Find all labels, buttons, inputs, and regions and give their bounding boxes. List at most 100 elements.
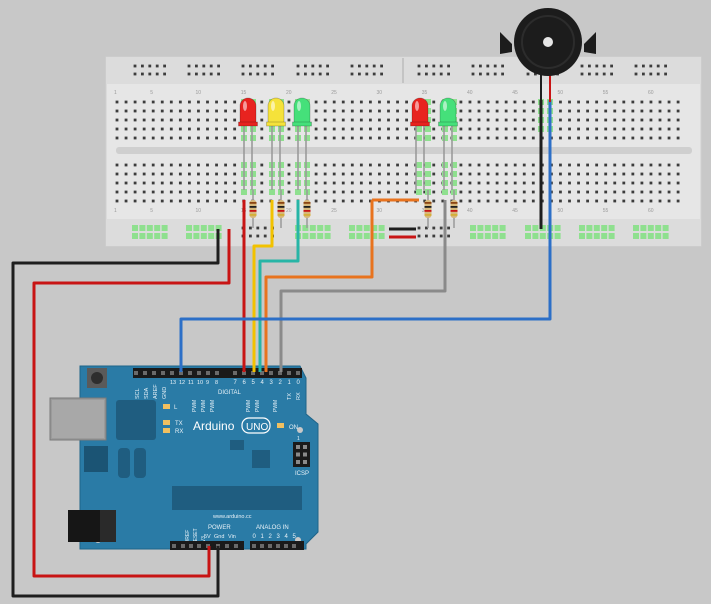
- header-pin[interactable]: [181, 544, 185, 548]
- header-pin[interactable]: [161, 371, 165, 375]
- header-pin[interactable]: [172, 544, 176, 548]
- header-pin[interactable]: [234, 544, 238, 548]
- connected-hole: [304, 180, 310, 186]
- breadboard-hole: [224, 181, 227, 185]
- breadboard-hole: [369, 199, 372, 203]
- breadboard-hole: [577, 100, 580, 104]
- column-number: 20: [286, 208, 292, 214]
- breadboard-hole: [178, 163, 182, 167]
- breadboard-hole: [667, 181, 671, 185]
- column-number: 45: [512, 208, 518, 214]
- header-pin[interactable]: [276, 544, 280, 548]
- resistor-band: [249, 214, 257, 216]
- connected-rail-hole: [554, 233, 561, 239]
- breadboard-hole: [341, 109, 345, 113]
- connected-rail-hole: [593, 225, 600, 231]
- header-pin[interactable]: [143, 371, 147, 375]
- header-pin[interactable]: [206, 371, 210, 375]
- column-number: 50: [557, 208, 563, 214]
- header-pin[interactable]: [284, 544, 288, 548]
- icsp-label: ICSP: [295, 471, 309, 477]
- breadboard-hole: [178, 109, 182, 113]
- breadboard-hole: [197, 181, 200, 185]
- breadboard-hole: [658, 199, 662, 203]
- header-pin[interactable]: [179, 371, 183, 375]
- breadboard-hole: [477, 199, 481, 203]
- breadboard-hole: [577, 172, 580, 176]
- breadboard-hole: [676, 136, 680, 140]
- icsp-pin[interactable]: [296, 445, 300, 449]
- header-pin[interactable]: [225, 544, 229, 548]
- icsp-pin[interactable]: [303, 445, 307, 449]
- breadboard-hole: [188, 181, 191, 185]
- rail-hole: [432, 234, 436, 238]
- breadboard-hole: [631, 172, 635, 176]
- header-pin[interactable]: [251, 371, 255, 375]
- breadboard-hole: [676, 100, 680, 104]
- connected-rail-hole: [349, 225, 355, 231]
- breadboard-hole: [332, 181, 336, 185]
- header-pin[interactable]: [260, 544, 264, 548]
- breadboard-hole: [115, 181, 119, 185]
- header-pin[interactable]: [197, 371, 201, 375]
- digital-header-right: [232, 368, 302, 378]
- header-pin[interactable]: [188, 371, 192, 375]
- breadboard-hole: [359, 118, 363, 122]
- header-pin[interactable]: [287, 371, 291, 375]
- breadboard-hole: [233, 181, 237, 185]
- header-pin[interactable]: [189, 544, 193, 548]
- rail-hole: [580, 72, 584, 76]
- pin-label: 4: [261, 380, 265, 386]
- header-pin[interactable]: [134, 371, 138, 375]
- breadboard-hole: [178, 190, 182, 194]
- header-pin[interactable]: [252, 544, 256, 548]
- icsp-pin[interactable]: [296, 460, 300, 464]
- header-pin[interactable]: [152, 371, 156, 375]
- breadboard-hole: [640, 172, 644, 176]
- breadboard-hole: [369, 118, 372, 122]
- reset-button-cap[interactable]: [91, 372, 103, 384]
- breadboard-hole: [206, 199, 209, 203]
- icsp-pin[interactable]: [303, 452, 307, 457]
- header-pin[interactable]: [292, 544, 296, 548]
- breadboard-hole: [522, 109, 526, 113]
- breadboard-hole: [260, 100, 264, 104]
- header-pin[interactable]: [170, 371, 174, 375]
- breadboard-hole: [133, 172, 137, 176]
- rail-hole: [580, 64, 584, 68]
- rail-hole: [326, 64, 329, 68]
- rail-hole: [296, 64, 300, 68]
- rail-hole: [425, 234, 428, 238]
- column-number: 30: [376, 90, 382, 96]
- rail-hole: [425, 226, 428, 230]
- header-pin[interactable]: [269, 371, 273, 375]
- breadboard-hole: [287, 118, 291, 122]
- breadboard-hole: [676, 127, 680, 131]
- breadboard-hole: [396, 100, 399, 104]
- header-pin[interactable]: [215, 371, 219, 375]
- header-pin[interactable]: [278, 371, 282, 375]
- header-pin[interactable]: [260, 371, 264, 375]
- connected-hole: [295, 189, 301, 195]
- icsp-pin[interactable]: [303, 460, 307, 464]
- resistor-band: [450, 206, 458, 208]
- header-pin[interactable]: [233, 371, 237, 375]
- breadboard-hole: [595, 190, 599, 194]
- rail-hole: [588, 64, 591, 68]
- header-pin[interactable]: [268, 544, 272, 548]
- icsp-pin[interactable]: [296, 452, 300, 457]
- breadboard-hole: [151, 163, 155, 167]
- breadboard-hole: [531, 181, 535, 185]
- rail-hole: [202, 72, 206, 76]
- header-pin[interactable]: [296, 371, 300, 375]
- connected-rail-hole: [593, 233, 600, 239]
- connected-rail-hole: [302, 233, 309, 239]
- breadboard-hole: [215, 100, 218, 104]
- breadboard-hole: [178, 172, 182, 176]
- breadboard-hole: [568, 181, 571, 185]
- breadboard-hole: [151, 127, 155, 131]
- breadboard-hole: [178, 118, 182, 122]
- header-pin[interactable]: [197, 544, 201, 548]
- header-pin[interactable]: [242, 371, 246, 375]
- breadboard-hole: [640, 127, 644, 131]
